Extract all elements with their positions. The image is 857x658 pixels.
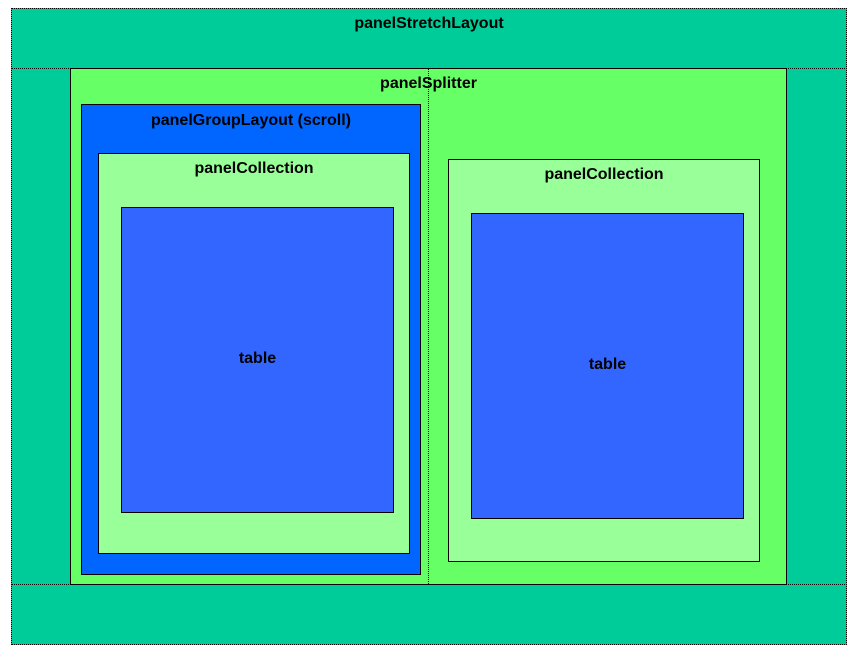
right-table-label: table: [588, 356, 627, 373]
left-table: table: [121, 207, 394, 513]
panel-stretch-layout-label: panelStretchLayout: [354, 15, 504, 32]
panel-group-layout-label: panelGroupLayout (scroll): [150, 112, 351, 129]
right-table: table: [471, 213, 744, 519]
left-table-label: table: [238, 350, 277, 367]
left-panel-collection-label: panelCollection: [194, 160, 314, 177]
right-panel-collection-label: panelCollection: [544, 166, 664, 183]
splitter-divider[interactable]: [428, 68, 429, 584]
